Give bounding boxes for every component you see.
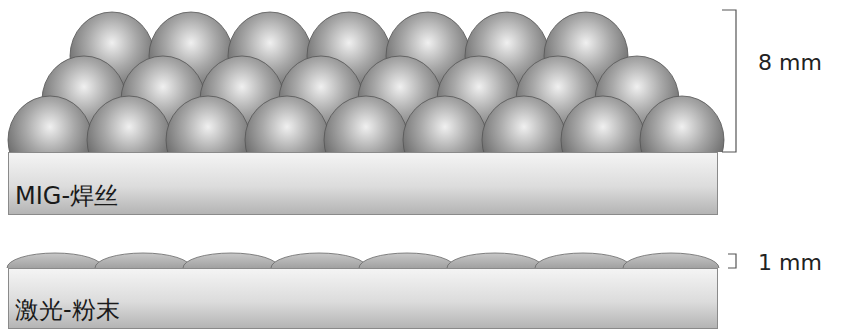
dimension-label: 8 mm: [758, 50, 822, 75]
laser-track: [7, 253, 103, 268]
laser-track: [183, 253, 279, 268]
weld-beads: [8, 12, 724, 152]
plate-label: MIG-焊丝: [15, 180, 118, 212]
weld-bead: [640, 96, 724, 152]
laser-track: [271, 253, 367, 268]
weld-bead: [87, 96, 171, 152]
laser-track: [447, 253, 543, 268]
laser-track: [359, 253, 455, 268]
plate-label: 激光-粉末: [15, 294, 120, 326]
weld-bead: [561, 96, 645, 152]
weld-bead: [482, 96, 566, 152]
laser-track: [535, 253, 631, 268]
substrate-plate: MIG-焊丝: [8, 152, 718, 215]
weld-bead: [166, 96, 250, 152]
laser-track: [623, 253, 719, 268]
laser-layer: [7, 253, 719, 268]
dimension-label: 1 mm: [758, 250, 822, 275]
substrate-plate: 激光-粉末: [8, 268, 718, 329]
weld-bead: [245, 96, 329, 152]
dimension-bracket: [728, 254, 736, 268]
weld-bead: [324, 96, 408, 152]
weld-bead: [403, 96, 487, 152]
weld-bead: [8, 96, 92, 152]
dimension-bracket: [722, 10, 736, 152]
laser-track: [95, 253, 191, 268]
